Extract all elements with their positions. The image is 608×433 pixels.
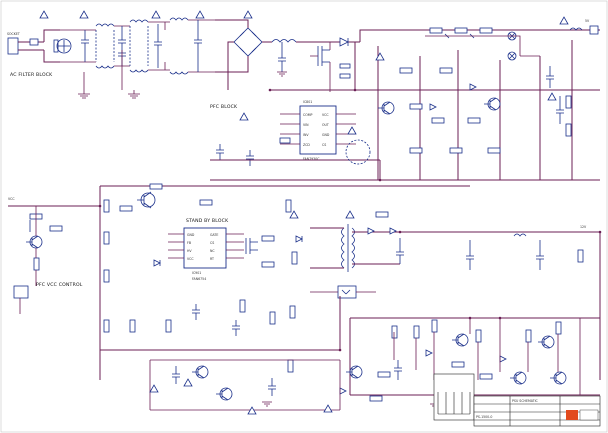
pfc-pin-l1: COMP bbox=[303, 113, 312, 117]
standby-ic-part: FAN6754 bbox=[192, 277, 206, 281]
sb-pin-l3: HV bbox=[187, 249, 192, 253]
pfc-ic-part: FAN7930C bbox=[303, 157, 320, 161]
sb-pin-l1: GND bbox=[187, 233, 195, 237]
sb-pin-r4: RT bbox=[210, 257, 214, 261]
warning-triangle-icon bbox=[183, 378, 193, 387]
warning-triangle-icon bbox=[151, 10, 161, 19]
warning-triangle-icon bbox=[345, 210, 355, 219]
warning-triangle-icon bbox=[195, 10, 205, 19]
vcc-opto bbox=[13, 285, 29, 299]
ac-input-label: SOCKET bbox=[7, 32, 20, 36]
sb-pin-l2: FB bbox=[187, 241, 191, 245]
pfc-ic-ref: IC801 bbox=[303, 100, 312, 104]
pfc-controller-ic bbox=[299, 105, 337, 155]
sb-pin-r2: CS bbox=[210, 241, 214, 245]
standby-controller-ic bbox=[183, 227, 227, 269]
sb-pin-l4: VCC bbox=[187, 257, 194, 261]
vcc-input-label: VCC bbox=[8, 197, 15, 201]
standby-block-label: STAND BY BLOCK bbox=[186, 218, 229, 224]
standby-opto-coupler bbox=[337, 285, 357, 299]
title-block-model: PS-1500-0 bbox=[476, 415, 492, 419]
warning-triangle-icon bbox=[375, 52, 385, 61]
output-12v-label: 12V bbox=[580, 225, 587, 229]
pfc-pin-r4: CS bbox=[322, 143, 326, 147]
pfc-vcc-control-section: VCC PFC VCC CONTROL bbox=[8, 197, 100, 314]
warning-triangle-icon bbox=[547, 92, 557, 101]
pfc-block-label: PFC BLOCK bbox=[210, 104, 238, 110]
warning-triangle-icon bbox=[247, 406, 257, 415]
warning-triangle-icon bbox=[239, 112, 249, 121]
pfc-opto-coupler bbox=[345, 139, 371, 165]
warning-triangle-icon bbox=[559, 16, 569, 25]
standby-transformer bbox=[341, 227, 355, 269]
pfc-vcc-control-label: PFC VCC CONTROL bbox=[36, 282, 83, 288]
company-logo bbox=[566, 410, 578, 420]
warning-triangle-icon bbox=[243, 10, 253, 19]
title-block: PSU SCHEMATIC PS-1500-0 bbox=[433, 373, 601, 427]
warning-triangle-icon bbox=[289, 210, 299, 219]
warning-triangle-icon bbox=[347, 126, 357, 135]
output-5v-label: 5V bbox=[585, 19, 590, 23]
common-mode-choke-1 bbox=[56, 38, 72, 54]
sb-pin-r1: GATE bbox=[210, 233, 218, 237]
pfc-pin-l4: ZCD bbox=[303, 143, 310, 147]
warning-triangle-icon bbox=[323, 404, 333, 413]
title-block-label: PSU SCHEMATIC bbox=[512, 399, 539, 403]
warning-triangle-icon bbox=[39, 10, 49, 19]
pfc-pin-r3: GND bbox=[322, 133, 330, 137]
pfc-section: 5V IC801 FAN7930C COMP VIN INV ZCD VCC O… bbox=[210, 16, 600, 181]
junction-dots bbox=[98, 88, 602, 352]
ac-filter-block-label: AC FILTER BLOCK bbox=[10, 72, 53, 78]
bridge-rectifier bbox=[215, 10, 272, 90]
sb-pin-r3: NC bbox=[210, 249, 215, 253]
warning-triangle-icon bbox=[149, 384, 159, 393]
standby-ic-ref: IC901 bbox=[192, 271, 201, 275]
varistor bbox=[53, 39, 59, 53]
pfc-pin-r2: OUT bbox=[322, 123, 329, 127]
ac-input-socket bbox=[7, 37, 19, 55]
pfc-pin-r1: VCC bbox=[322, 113, 329, 117]
pfc-pin-l3: INV bbox=[303, 133, 309, 137]
pfc-pin-l2: VIN bbox=[303, 123, 309, 127]
ac-filter-section: SOCKET AC FILTER BLOC bbox=[7, 10, 215, 99]
lower-right-section bbox=[149, 317, 600, 415]
fuse bbox=[29, 38, 39, 46]
standby-section: IC901 FAN6754 GND FB HV VCC GATE CS NC R… bbox=[99, 183, 601, 380]
warning-triangle-icon bbox=[79, 10, 89, 19]
